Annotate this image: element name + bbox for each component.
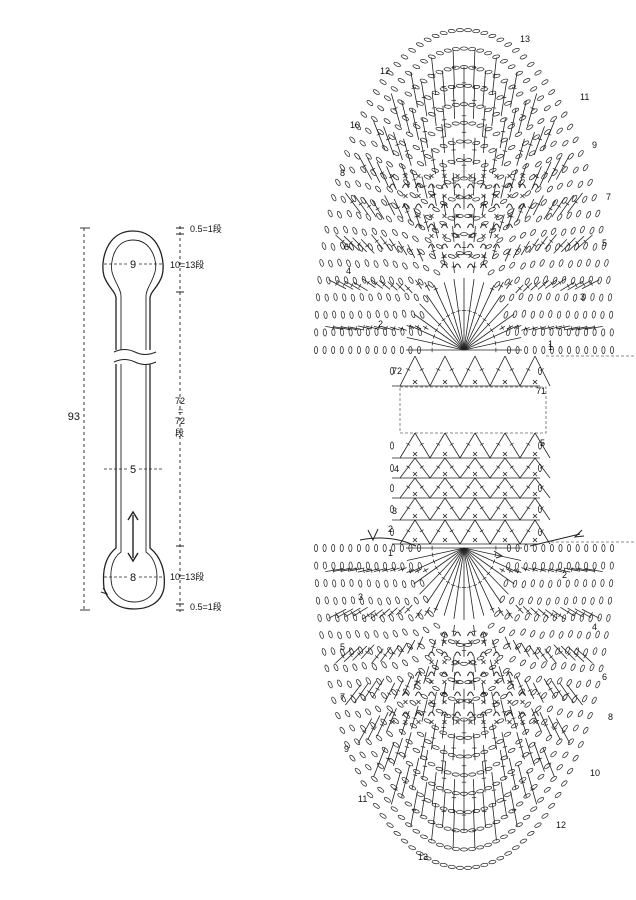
middle-width-label: 5: [130, 464, 136, 476]
top-row-label: 5: [602, 238, 607, 248]
stitch-chart: 1234567891011121312345678910111213123457…: [314, 28, 636, 870]
bottom-row-label: 1: [388, 548, 393, 558]
bottom-row-label: 12: [556, 820, 566, 830]
bottom-row-label: 7: [340, 692, 345, 702]
middle-row-label: 1: [548, 342, 553, 352]
total-length-label: 93: [68, 411, 80, 423]
row-number-labels: 1234567891011121312345678910111213123457…: [340, 34, 613, 862]
top-row-label: 9: [592, 140, 597, 150]
schematic-outline: 93 9 5 8 0.5=1段 10=13段 7: [68, 223, 222, 612]
middle-row-label: 71: [536, 386, 546, 396]
side-label-bottom-oval: 10=13段: [170, 571, 204, 582]
middle-row-label: 72: [392, 366, 402, 376]
top-row-label: 13: [520, 34, 530, 44]
bottom-row-label: 8: [608, 712, 613, 722]
bottom-oval-chart: [314, 544, 614, 870]
side-label-bottom-edge: 0.5=1段: [190, 601, 222, 612]
schematic-outer-outline: [102, 230, 166, 610]
top-row-label: 8: [340, 168, 345, 178]
middle-row-label: 2: [388, 524, 393, 534]
side-label-top-oval: 10=13段: [170, 259, 204, 270]
bottom-row-label: 11: [358, 794, 367, 804]
top-row-label: 1: [548, 339, 553, 349]
top-row-label: 10: [350, 120, 360, 130]
middle-row-label: 5: [540, 438, 545, 448]
top-row-label: 11: [580, 92, 589, 102]
bottom-row-label: 2: [562, 570, 567, 580]
bottom-row-label: 10: [590, 768, 600, 778]
top-row-label: 3: [580, 292, 585, 302]
top-row-label: 7: [606, 192, 611, 202]
top-width-label: 9: [130, 259, 136, 271]
side-label-middle-b: =: [178, 406, 183, 416]
bottom-row-label: 4: [592, 622, 597, 632]
bottom-row-label: 6: [602, 672, 607, 682]
bottom-width-label: 8: [130, 572, 136, 584]
side-label-middle-c: 72: [175, 416, 185, 426]
top-row-label: 6: [344, 242, 349, 252]
top-row-label: 4: [346, 266, 351, 276]
schematic-inner-outline: [110, 239, 158, 603]
bottom-row-label: 9: [344, 744, 349, 754]
middle-row-label: 3: [392, 506, 397, 516]
bottom-row-label: 5: [340, 642, 345, 652]
middle-band-chart: [359, 355, 636, 559]
top-oval-chart: [314, 28, 614, 354]
middle-row-label: 4: [394, 464, 399, 474]
side-label-middle-d: 段: [175, 427, 184, 438]
bottom-row-label: 13: [418, 852, 428, 862]
top-row-label: 12: [380, 66, 390, 76]
side-label-top-edge: 0.5=1段: [190, 223, 222, 234]
top-row-label: 2: [378, 319, 383, 329]
side-label-middle-a: 72: [175, 396, 185, 406]
bottom-row-label: 3: [358, 592, 363, 602]
